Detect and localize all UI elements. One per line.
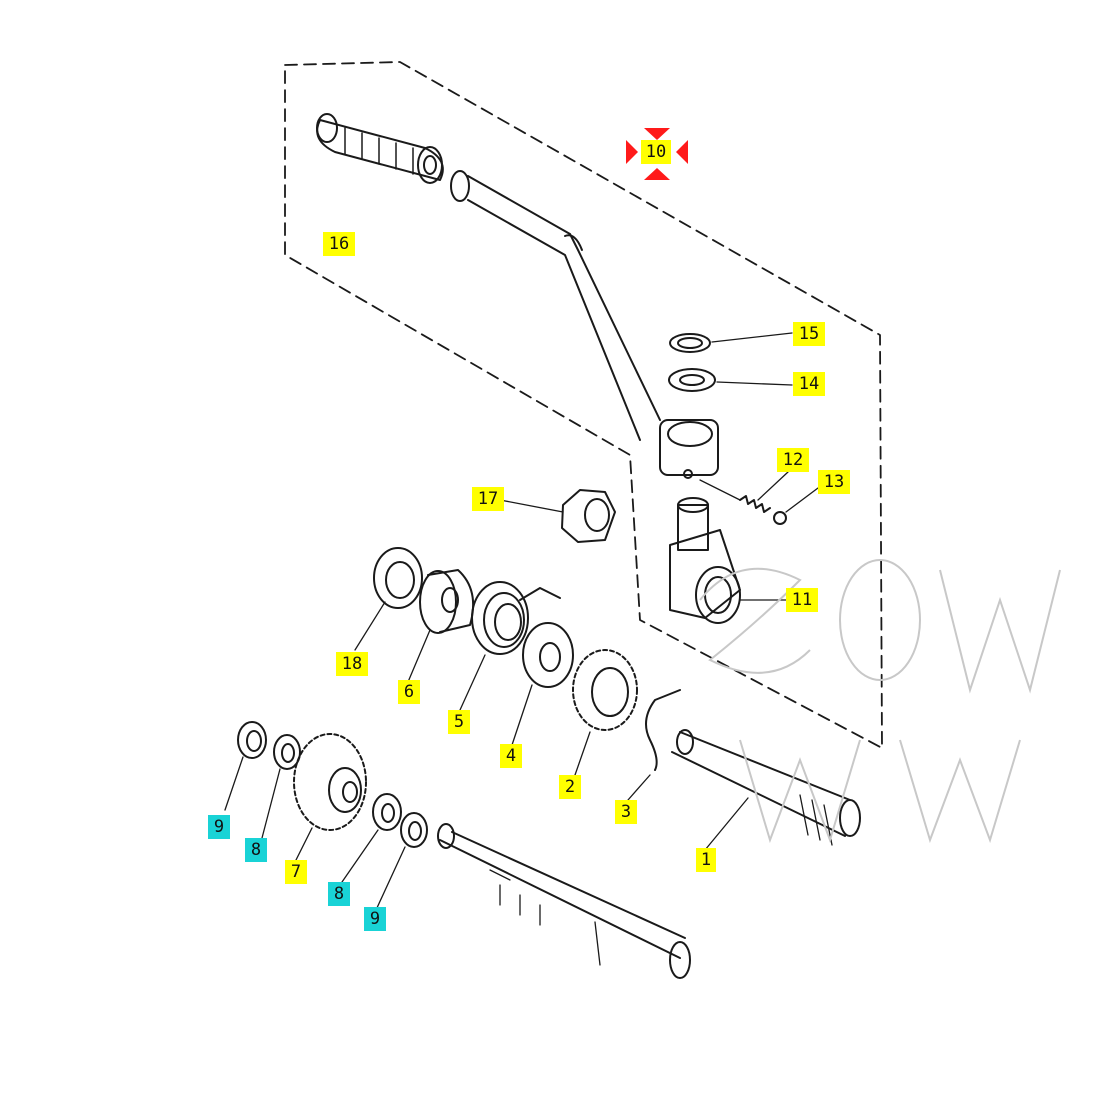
callout-16[interactable]: 16 (323, 232, 355, 256)
callout-14[interactable]: 14 (793, 372, 825, 396)
part-kick-axle-1[interactable] (671, 729, 861, 851)
callout-12[interactable]: 12 (777, 448, 809, 472)
callout-9-right[interactable]: 9 (364, 907, 386, 931)
part-spring-12[interactable] (699, 471, 789, 513)
callout-8-right[interactable]: 8 (328, 882, 350, 906)
part-main-shaft (437, 823, 691, 979)
selection-marker (626, 128, 688, 180)
callout-8-left[interactable]: 8 (245, 838, 267, 862)
callout-6[interactable]: 6 (398, 680, 420, 704)
callout-3[interactable]: 3 (615, 800, 637, 824)
part-spring-5[interactable] (459, 581, 561, 711)
part-washer-8a[interactable] (261, 734, 301, 839)
callout-5[interactable]: 5 (448, 710, 470, 734)
part-circlip-15[interactable] (669, 332, 793, 353)
callout-18[interactable]: 18 (336, 652, 368, 676)
part-circlip-9a[interactable] (224, 721, 267, 811)
part-washer-8b[interactable] (341, 793, 402, 883)
part-grip[interactable] (316, 113, 444, 184)
callout-4[interactable]: 4 (500, 744, 522, 768)
callout-11[interactable]: 11 (786, 588, 818, 612)
part-washer-14[interactable] (668, 368, 793, 392)
part-nut-17[interactable] (499, 489, 616, 543)
watermark-logo (699, 559, 1061, 844)
part-washer-4[interactable] (511, 622, 574, 746)
callout-9-left[interactable]: 9 (208, 815, 230, 839)
part-kick-lever[interactable] (450, 170, 719, 479)
part-ball-13[interactable] (773, 487, 819, 525)
callout-15[interactable]: 15 (793, 322, 825, 346)
callout-2[interactable]: 2 (559, 775, 581, 799)
callout-13[interactable]: 13 (818, 470, 850, 494)
part-collar-6[interactable] (407, 569, 474, 683)
part-gear-7[interactable] (293, 733, 367, 861)
part-clip-3[interactable] (627, 689, 681, 801)
part-gear-2[interactable] (572, 649, 638, 776)
callout-17[interactable]: 17 (472, 487, 504, 511)
callout-1[interactable]: 1 (696, 848, 716, 872)
callout-7[interactable]: 7 (285, 860, 307, 884)
assembly-boundary (284, 61, 883, 749)
callout-10[interactable]: 10 (641, 140, 671, 164)
part-circlip-9b[interactable] (375, 812, 428, 911)
part-bearing-18[interactable] (354, 547, 423, 651)
